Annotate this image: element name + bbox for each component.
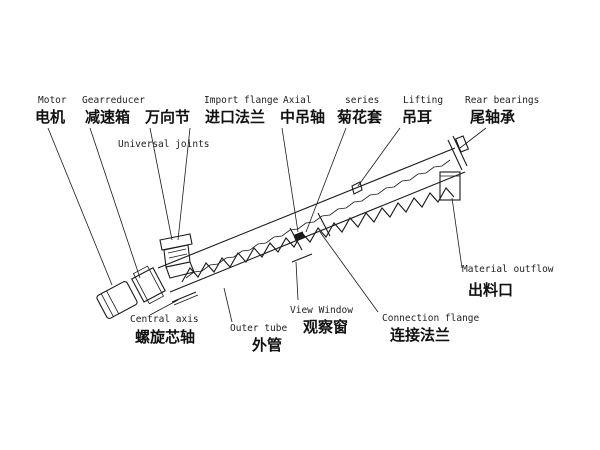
gearreducer-label-cn: 减速箱 xyxy=(85,108,130,126)
rear-bearings-label-en: Rear bearings xyxy=(465,95,539,106)
import-flange-label-en: Import flange xyxy=(204,95,279,106)
connection-flange-label-en: Connection flange xyxy=(382,313,480,324)
labels: Motor 电机 Gearreducer 减速箱 万向节 Universal j… xyxy=(35,95,554,354)
series-label-cn: 菊花套 xyxy=(337,108,383,126)
axial-label-en: Axial xyxy=(283,95,312,106)
rear-bearings-leader xyxy=(459,127,487,149)
series-leader xyxy=(305,127,347,233)
gearreducer-label-en: Gearreducer xyxy=(82,95,145,106)
lifting-body xyxy=(351,181,363,195)
central-axis-label-cn: 螺旋芯轴 xyxy=(135,328,195,346)
material-outflow-label-en: Material outflow xyxy=(462,264,554,275)
motor-label-cn: 电机 xyxy=(35,108,65,126)
lifting-leader xyxy=(357,127,401,187)
motor-leader xyxy=(47,127,113,286)
universal-joints-label-en: Universal joints xyxy=(118,139,210,150)
motor-body xyxy=(96,281,138,319)
connection-flange-leader xyxy=(319,231,379,313)
central-axis-body xyxy=(171,291,199,306)
connection-flange-body xyxy=(289,212,331,251)
material-outflow-body xyxy=(439,171,461,201)
outer-tube-label-cn: 外管 xyxy=(251,336,282,354)
screw-flights xyxy=(181,187,455,283)
central-axis-label-en: Central axis xyxy=(130,314,199,325)
lifting-label-cn: 吊耳 xyxy=(402,108,432,126)
material-outflow-label-cn: 出料口 xyxy=(468,281,513,299)
leader-lines xyxy=(47,127,487,323)
universal-joints-leader xyxy=(149,127,173,241)
universal-joints-label-cn: 万向节 xyxy=(144,108,190,126)
rear-bearings-label-cn: 尾轴承 xyxy=(470,108,515,126)
view-window-label-en: View Window xyxy=(290,305,353,316)
axial-leader xyxy=(281,127,299,233)
import-flange-label-cn: 进口法兰 xyxy=(205,108,265,126)
motor-label-en: Motor xyxy=(38,95,67,106)
rear-bearings-body xyxy=(447,135,470,171)
central-axis-leader xyxy=(149,299,179,316)
import-flange-body xyxy=(159,233,195,279)
outer-tube-body xyxy=(157,147,466,293)
lifting-label-en: Lifting xyxy=(403,95,443,106)
connection-flange-label-cn: 连接法兰 xyxy=(390,326,450,344)
gearreducer-leader xyxy=(89,127,141,279)
import-flange-leader xyxy=(177,127,191,241)
view-window-leader xyxy=(295,261,299,301)
gearreducer-body xyxy=(131,265,166,305)
axial-label-cn: 中吊轴 xyxy=(280,108,325,126)
outer-tube-label-en: Outer tube xyxy=(230,323,287,334)
series-label-en: series xyxy=(345,95,379,106)
outer-tube-leader xyxy=(223,287,233,323)
material-outflow-leader xyxy=(451,197,463,269)
view-window-label-cn: 观察窗 xyxy=(303,318,348,336)
conveyor-drawing xyxy=(96,135,470,319)
screw-flights-back xyxy=(185,159,451,279)
view-window-body xyxy=(291,253,313,263)
